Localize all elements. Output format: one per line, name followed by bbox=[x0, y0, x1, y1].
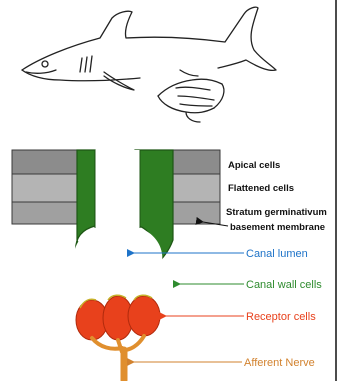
label-flattened-cells: Flattened cells bbox=[228, 183, 294, 194]
label-canal-lumen: Canal lumen bbox=[246, 248, 308, 260]
label-stratum-line1: Stratum germinativum bbox=[226, 207, 327, 218]
receptor-cells bbox=[76, 295, 160, 340]
label-canal-wall-cells: Canal wall cells bbox=[246, 279, 322, 291]
label-stratum-line2: basement membrane bbox=[230, 222, 325, 233]
receptor-cell bbox=[128, 296, 160, 336]
label-apical-cells: Apical cells bbox=[228, 160, 280, 171]
shark-icon bbox=[22, 7, 276, 122]
label-afferent-nerve: Afferent Nerve bbox=[244, 357, 315, 369]
label-receptor-cells: Receptor cells bbox=[246, 311, 316, 323]
afferent-nerve bbox=[92, 336, 144, 380]
